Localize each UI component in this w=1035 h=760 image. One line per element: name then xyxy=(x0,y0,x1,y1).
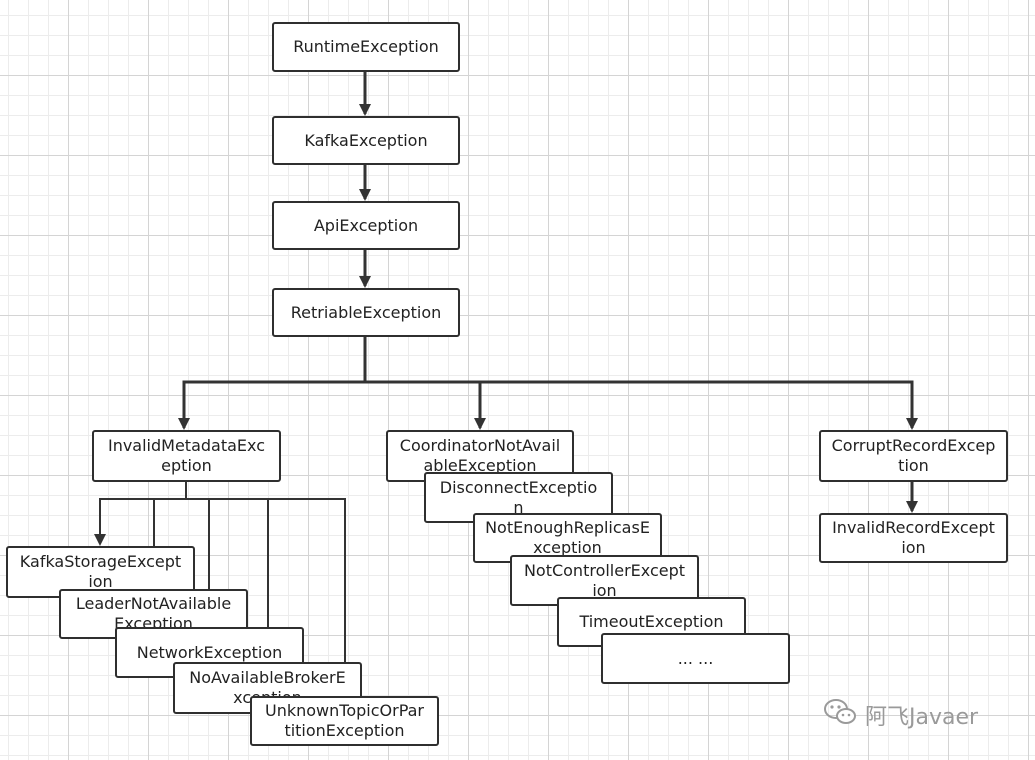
watermark-text: 阿飞Javaer xyxy=(865,705,979,730)
node-corrupt-record-exception: CorruptRecordException xyxy=(819,430,1008,482)
node-label: NotEnoughReplicasException xyxy=(485,518,650,557)
node-label: RuntimeException xyxy=(293,37,439,56)
node-runtime-exception: RuntimeException xyxy=(272,22,460,72)
node-unknown-topic-or-partition-exception: UnknownTopicOrPartitionException xyxy=(250,696,439,746)
node-label: DisconnectException xyxy=(439,477,598,517)
connector-retriable-coordinator xyxy=(365,380,486,430)
node-label: CoordinatorNotAvailableException xyxy=(399,436,561,475)
node-kafka-exception: KafkaException xyxy=(272,116,460,165)
node-label: ... ... xyxy=(677,648,714,668)
connector-retriable-corrupt xyxy=(480,380,918,430)
connector-retriable-branches xyxy=(178,337,367,430)
node-invalid-metadata-exception: InvalidMetadataException xyxy=(92,430,281,482)
wechat-icon xyxy=(823,697,857,733)
node-invalid-record-exception: InvalidRecordException xyxy=(819,513,1008,563)
node-label: TimeoutException xyxy=(579,612,724,631)
node-ellipsis: ... ... xyxy=(601,633,790,684)
node-api-exception: ApiException xyxy=(272,201,460,250)
node-label: KafkaException xyxy=(304,130,428,150)
node-label: InvalidRecordException xyxy=(832,518,995,557)
node-label: RetriableException xyxy=(290,302,442,322)
node-label: ApiException xyxy=(313,215,419,235)
node-label: NetworkException xyxy=(136,642,283,662)
watermark: 阿飞Javaer xyxy=(823,698,978,732)
arrow-metadata-unknowntopic xyxy=(186,498,351,696)
node-label: UnknownTopicOrPartitionException xyxy=(265,701,424,740)
node-label: InvalidMetadataException xyxy=(107,436,266,475)
node-retriable-exception: RetriableException xyxy=(272,288,460,337)
node-label: NotControllerException xyxy=(523,560,686,600)
node-label: CorruptRecordException xyxy=(831,436,996,475)
node-label: KafkaStorageException xyxy=(19,552,182,591)
arrow-metadata-kafkastorage xyxy=(94,498,186,546)
